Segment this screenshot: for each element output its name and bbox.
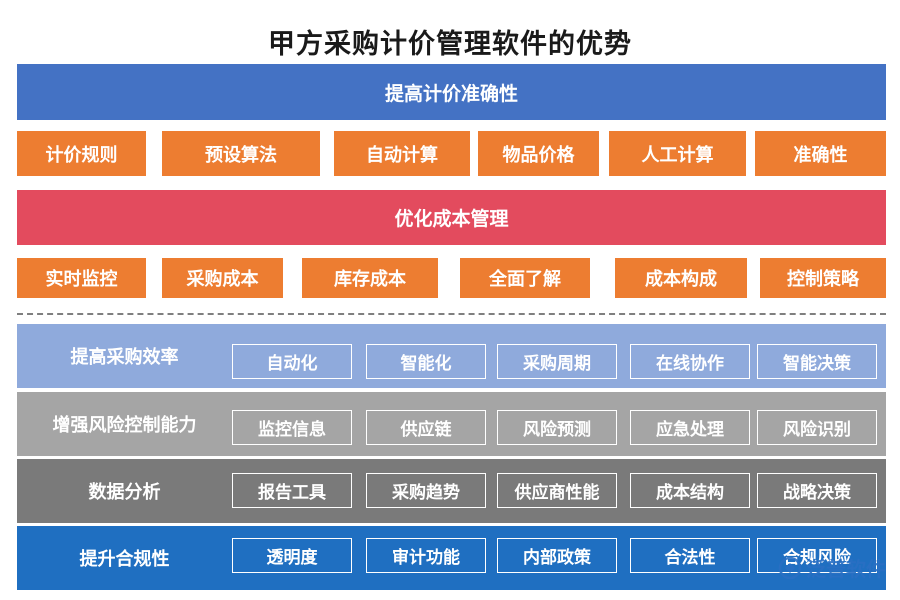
row-item: 战略决策 [757,473,877,508]
row-item: 智能化 [366,344,486,379]
box-control-strategy: 控制策略 [760,258,886,298]
row-risk-control: 增强风险控制能力 监控信息 供应链 风险预测 应急处理 风险识别 [17,392,886,456]
row-compliance: 提升合规性 透明度 审计功能 内部政策 合法性 合规风险 [17,526,886,590]
row-item: 智能决策 [757,344,877,379]
row-data-analysis: 数据分析 报告工具 采购趋势 供应商性能 成本结构 战略决策 [17,459,886,523]
row-efficiency: 提高采购效率 自动化 智能化 采购周期 在线协作 智能决策 [17,324,886,388]
row-item: 内部政策 [497,538,617,573]
box-pricing-rules: 计价规则 [17,131,146,176]
box-full-understanding: 全面了解 [460,258,590,298]
row-item: 采购周期 [497,344,617,379]
row-item: 采购趋势 [366,473,486,508]
row-item: 风险预测 [497,410,617,445]
box-auto-calc: 自动计算 [334,131,470,176]
row-item: 审计功能 [366,538,486,573]
dashed-divider [17,313,886,315]
row-item: 合法性 [630,538,750,573]
fanpu-logo-icon [778,556,802,579]
box-item-price: 物品价格 [478,131,599,176]
row-item: 成本结构 [630,473,750,508]
row-item: 应急处理 [630,410,750,445]
row-label: 提升合规性 [79,549,170,570]
band-cost-management: 优化成本管理 [17,190,886,245]
row-item: 自动化 [232,344,352,379]
band-accuracy: 提高计价准确性 [17,64,886,120]
box-preset-algorithm: 预设算法 [162,131,320,176]
row-item: 供应商性能 [497,473,617,508]
row-label: 数据分析 [88,482,161,503]
box-inventory-cost: 库存成本 [302,258,438,298]
box-realtime-monitor: 实时监控 [17,258,146,298]
diagram-title: 甲方采购计价管理软件的优势 [268,29,632,60]
row-label: 提高采购效率 [70,347,179,368]
row-item: 监控信息 [232,410,352,445]
box-purchase-cost: 采购成本 [162,258,283,298]
row-item: 在线协作 [630,344,750,379]
box-cost-structure: 成本构成 [615,258,747,298]
watermark: 泛普软件 [778,553,886,582]
box-manual-calc: 人工计算 [609,131,746,176]
watermark-text: 泛普软件 [806,557,886,581]
row-item: 报告工具 [232,473,352,508]
row-item: 风险识别 [757,410,877,445]
row-item: 透明度 [232,538,352,573]
box-accuracy: 准确性 [755,131,886,176]
row-item: 供应链 [366,410,486,445]
row-label: 增强风险控制能力 [52,415,197,436]
